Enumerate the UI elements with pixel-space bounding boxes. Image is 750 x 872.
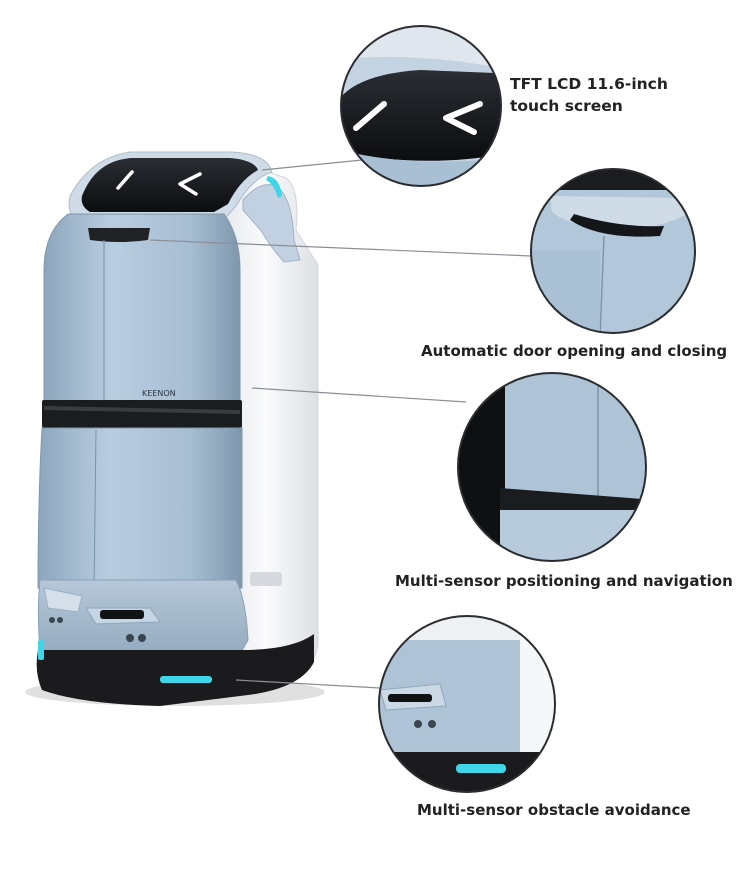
brand-logo: KEENON — [142, 389, 176, 398]
callout-line-nav — [251, 387, 467, 403]
robot: KEENON — [25, 151, 325, 706]
callout-line-door — [149, 239, 532, 257]
zoom-circle-avoidance — [378, 615, 556, 793]
callout-label-navigation: Multi-sensor positioning and navigation — [395, 572, 733, 590]
zoom-circle-nav — [457, 372, 647, 562]
callout-label-avoidance: Multi-sensor obstacle avoidance — [417, 801, 691, 819]
callout-line-screen — [261, 159, 363, 171]
zoom-circle-screen — [340, 25, 502, 187]
callout-label-screen: TFT LCD 11.6-inch touch screen — [510, 73, 668, 118]
zoom-circle-door — [530, 168, 696, 334]
callout-line-avoid — [235, 679, 381, 689]
callout-label-door: Automatic door opening and closing — [421, 342, 728, 360]
callout-label-screen-line2: touch screen — [510, 97, 623, 116]
callout-lines — [149, 159, 532, 689]
callout-label-screen-line1: TFT LCD 11.6-inch — [510, 75, 668, 93]
